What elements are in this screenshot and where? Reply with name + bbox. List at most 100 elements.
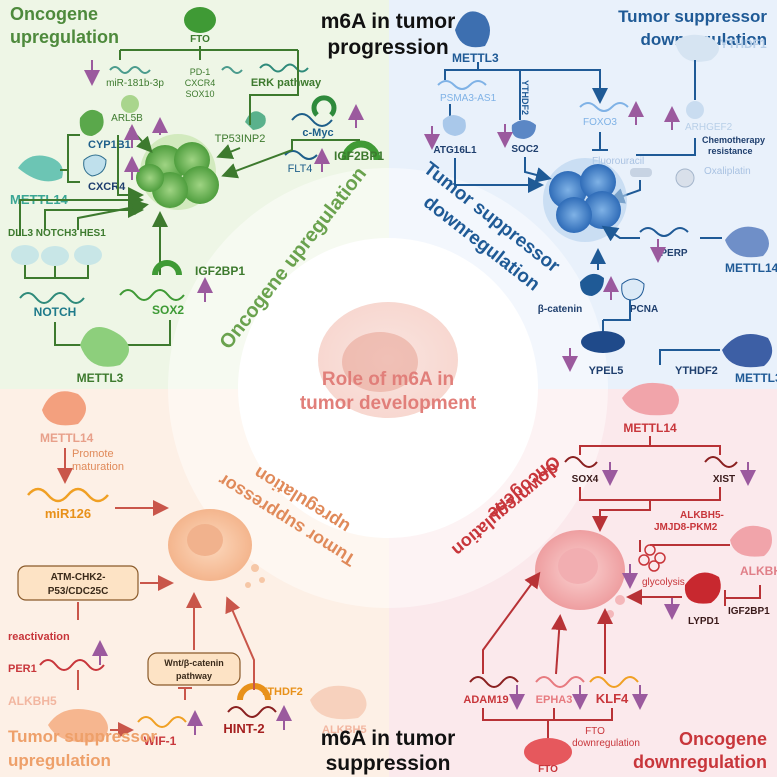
tl-erk-label: ERK pathway: [251, 77, 322, 89]
bottom-center-title-line2: suppression: [326, 752, 451, 775]
tl-flt4-label: FLT4: [288, 163, 313, 175]
soc2-to-cell-arrow: [524, 157, 552, 183]
hes1-protein-icon: [74, 245, 102, 265]
notch-gene-join-lines: [24, 265, 89, 279]
epha3-rna-icon: [535, 676, 585, 688]
ypel5-protein-icon: [581, 331, 625, 353]
central-nucleus-icon: [342, 332, 418, 392]
quadrant-bottom-left: METTL14 Promote maturation miR126 ATM-CH…: [8, 391, 367, 770]
tl-igf2bp1-label: IGF2BP1: [334, 149, 384, 163]
notch-to-cell-arrow-1: [19, 192, 144, 235]
tl-fto-label: FTO: [190, 34, 210, 45]
br-klf4-label: KLF4: [596, 691, 629, 706]
bl-promote-line1: Promote: [72, 448, 114, 460]
quadrant-top-left: Oncogene upregulation FTO miR-181b-3p PD…: [8, 4, 384, 385]
lypd1-protein-icon: [684, 572, 721, 604]
br-mettl14-enzyme-icon: [622, 382, 679, 416]
dll3-protein-icon: [11, 245, 39, 265]
hint2-rna-icon: [227, 706, 277, 718]
bl-atm-line2: P53/CDC25C: [48, 586, 109, 597]
br-adam19-label: ADAM19: [463, 694, 508, 706]
ythdf2-to-ypel5-line: [659, 349, 720, 365]
cmyc-reader-icon: [311, 95, 337, 117]
tr-chemo-line2: resistance: [708, 146, 753, 156]
erk-branch-line: [249, 60, 299, 125]
tr-pcna-label: PCNA: [630, 304, 658, 315]
hint2-to-cell-arrow: [225, 596, 255, 690]
br-alkbh5-label: ALKBH5: [740, 564, 777, 578]
pd1-rna-icon: [221, 66, 243, 74]
tr-atg16l1-label: ATG16L1: [433, 145, 477, 156]
tr-ythdf2-label: YTHDF2: [675, 365, 718, 377]
bl-alkbh5-b-enzyme-icon: [310, 685, 367, 720]
bl-mir126-label: miR126: [45, 506, 91, 521]
br-alkbh5-enzyme-icon: [730, 525, 772, 557]
notch3-protein-icon: [41, 246, 69, 266]
tr-mettl3-enzyme-icon: [455, 11, 490, 48]
epha3-to-cell-arrow: [551, 614, 568, 675]
bl-ythdf2-label: YTHDF2: [260, 686, 303, 698]
br-igf2bp1-label: IGF2BP1: [728, 606, 770, 617]
tr-mettl3-label: METTL3: [452, 51, 499, 65]
quadrant-bottom-right: METTL14 SOX4 XIST ALKBH5- JMJD8-PKM2 gly…: [463, 382, 777, 775]
notch-to-cell-arrow-3: [77, 199, 149, 230]
bl-alkbh5-a-enzyme-icon: [48, 709, 108, 743]
br-fto-label: FTO: [538, 764, 558, 775]
tr-oxaliplatin-label: Oxaliplatin: [704, 166, 751, 177]
tl-title-line1: Oncogene: [10, 4, 98, 24]
atg-to-cell-arrow: [454, 158, 544, 193]
atm-pathway-box: [17, 565, 139, 601]
tr-ythdf2-vertical-label: YTHDF2: [520, 80, 530, 115]
sox4-xist-to-cell-arrow: [579, 487, 721, 528]
br-mettl14-label: METTL14: [623, 421, 677, 435]
tl-pd1-label: PD-1: [190, 67, 211, 77]
br-epha3-label: EPHA3: [536, 694, 573, 706]
tr-bcatenin-label: β-catenin: [538, 304, 582, 315]
tr-chemo-line1: Chemotherapy: [702, 135, 765, 145]
tl-arl5b-label: ARL5B: [111, 113, 143, 124]
psma3-rna-icon: [437, 80, 487, 90]
adam19-rna-icon: [469, 676, 519, 688]
igf2bp1-inhibit-lypd1: [724, 585, 761, 606]
mir181-rna-icon: [109, 66, 151, 74]
bl-wnt-line1: Wnt/β-catenin: [164, 658, 224, 668]
wif1-rna-icon: [137, 716, 187, 728]
foxo3-rna-icon: [579, 102, 629, 112]
tp53-to-cell-arrow: [216, 144, 241, 159]
bl-wnt-line2: pathway: [176, 671, 212, 681]
oxaliplatin-pill-icon: [675, 168, 695, 188]
wnt-pathway-box: [147, 652, 241, 686]
notch-rna-icon: [19, 292, 85, 304]
arhgef2-line: [636, 138, 696, 156]
tl-cxcr4-small-label: CXCR4: [185, 78, 216, 88]
tr-fluorouracil-label: Fluorouracil: [592, 156, 644, 167]
igf2bp1-to-cell-arrow: [221, 139, 360, 179]
tr-foxo3-label: FOXO3: [583, 117, 617, 128]
xist-rna-icon: [704, 456, 738, 468]
tl-cyp1b1-label: CYP1B1: [88, 139, 131, 151]
red-tumor-cell: [535, 530, 625, 618]
br-title-line2: downregulation: [633, 752, 767, 772]
br-title-line1: Oncogene: [679, 729, 767, 749]
arl5b-protein-icon: [121, 95, 139, 113]
erk-rna-icon: [259, 63, 309, 73]
br-fto-down-line1: FTO: [585, 726, 605, 737]
tl-tp53inp2-label: TP53INP2: [215, 133, 266, 145]
bl-alkbh5-a-label: ALKBH5: [8, 694, 57, 708]
cxcr4-protein-icon: [83, 154, 107, 177]
bl-title-line1: Tumor suppressor: [8, 727, 157, 746]
tl-cxcr4-label: CXCR4: [88, 181, 126, 193]
tr-mettl3-b-enzyme-icon: [722, 334, 773, 368]
perp-to-cell-arrow: [605, 228, 722, 238]
cyp1b1-protein-icon: [79, 109, 104, 136]
glycolysis-hexagons-icon: [638, 544, 666, 572]
tr-ypel5-label: YPEL5: [589, 365, 624, 377]
center-title-line1: Role of m6A in: [322, 369, 454, 390]
tr-ythdf1-label: YTHDF1: [720, 37, 767, 51]
tr-foxo3-arrow: [478, 69, 608, 104]
top-center-title-line2: progression: [327, 36, 448, 59]
br-alkbh5-jmjd8-line1: ALKBH5-: [680, 510, 724, 521]
tr-mettl14-label: METTL14: [725, 261, 777, 275]
sox4-rna-icon: [564, 456, 598, 468]
